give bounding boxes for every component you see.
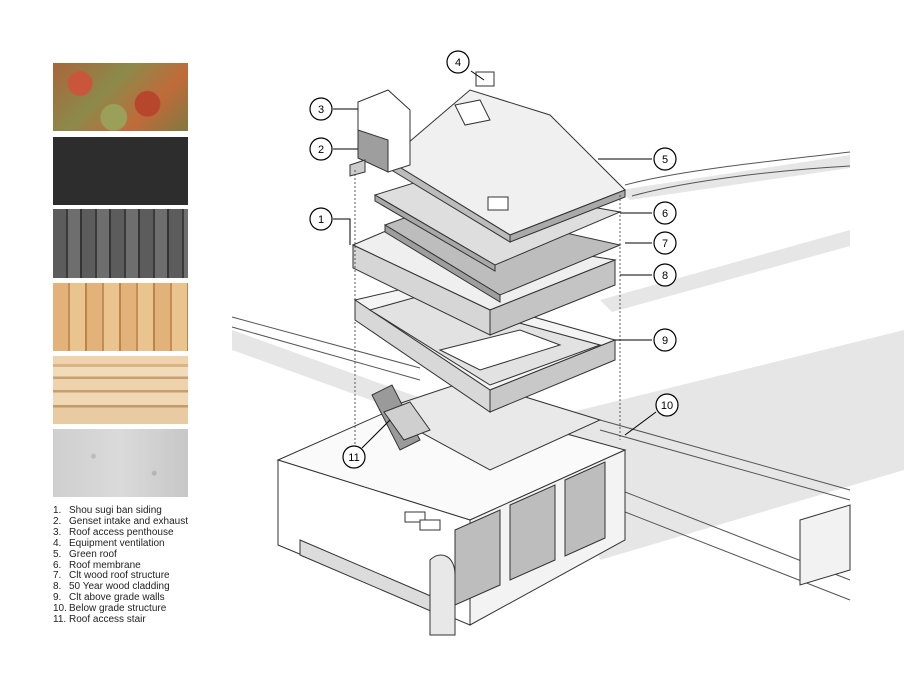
wood-cladding-swatch: [53, 283, 188, 351]
below-grade-structure: [276, 379, 851, 636]
callout-9: 9: [653, 328, 677, 352]
legend-item: 9.Clt above grade walls: [53, 592, 165, 604]
legend-item: 2.Genset intake and exhaust: [53, 515, 188, 527]
svg-text:2: 2: [318, 144, 324, 156]
roof-membrane-swatch: [53, 137, 188, 205]
legend-item: 4.Equipment ventilation: [53, 537, 165, 549]
svg-text:3: 3: [318, 104, 324, 116]
legend-item: 6.Roof membrane: [53, 559, 141, 571]
legend-item: 10.Below grade structure: [53, 603, 167, 615]
legend-item: 3.Roof access penthouse: [53, 526, 174, 538]
callout-6: 6: [653, 201, 677, 225]
legend-list: 1.Shou sugi ban siding 2.Genset intake a…: [53, 505, 188, 626]
svg-text:6: 6: [662, 208, 668, 220]
road-lines: [231, 151, 851, 601]
alignment-lines: [354, 170, 621, 450]
callout-11: 11: [342, 445, 366, 469]
callout-2: 2: [309, 137, 333, 161]
legend-item: 8.50 Year wood cladding: [53, 581, 170, 593]
callout-8: 8: [653, 263, 677, 287]
callout-1: 1: [309, 207, 333, 231]
leader-lines: [333, 70, 657, 449]
svg-text:5: 5: [662, 154, 668, 166]
legend-item: 1.Shou sugi ban siding: [53, 505, 162, 516]
svg-text:8: 8: [662, 270, 668, 282]
legend-item: 11.Roof access stair: [53, 614, 146, 626]
roof-access-stair: [371, 384, 431, 451]
callout-7: 7: [653, 231, 677, 255]
callout-5: 5: [653, 147, 677, 171]
shou-sugi-ban-swatch: [53, 209, 188, 278]
callout-3: 3: [309, 97, 333, 121]
legend-item: 5.Green roof: [53, 548, 117, 560]
callout-4: 4: [446, 50, 470, 74]
genset-intake-exhaust: [349, 159, 366, 177]
callout-10: 10: [655, 393, 679, 417]
clt-above-grade-walls: [353, 284, 617, 413]
legend-item: 7.Clt wood roof structure: [53, 570, 170, 582]
svg-text:7: 7: [662, 238, 668, 250]
concrete-swatch: [53, 429, 188, 497]
svg-text:11: 11: [348, 452, 359, 464]
svg-text:9: 9: [662, 335, 668, 347]
roof-access-penthouse: [357, 89, 411, 173]
svg-text:10: 10: [661, 400, 673, 412]
svg-text:1: 1: [318, 214, 324, 226]
svg-text:4: 4: [455, 57, 461, 69]
clt-wood-swatch: [53, 356, 188, 424]
green-roof-swatch: [53, 63, 188, 131]
